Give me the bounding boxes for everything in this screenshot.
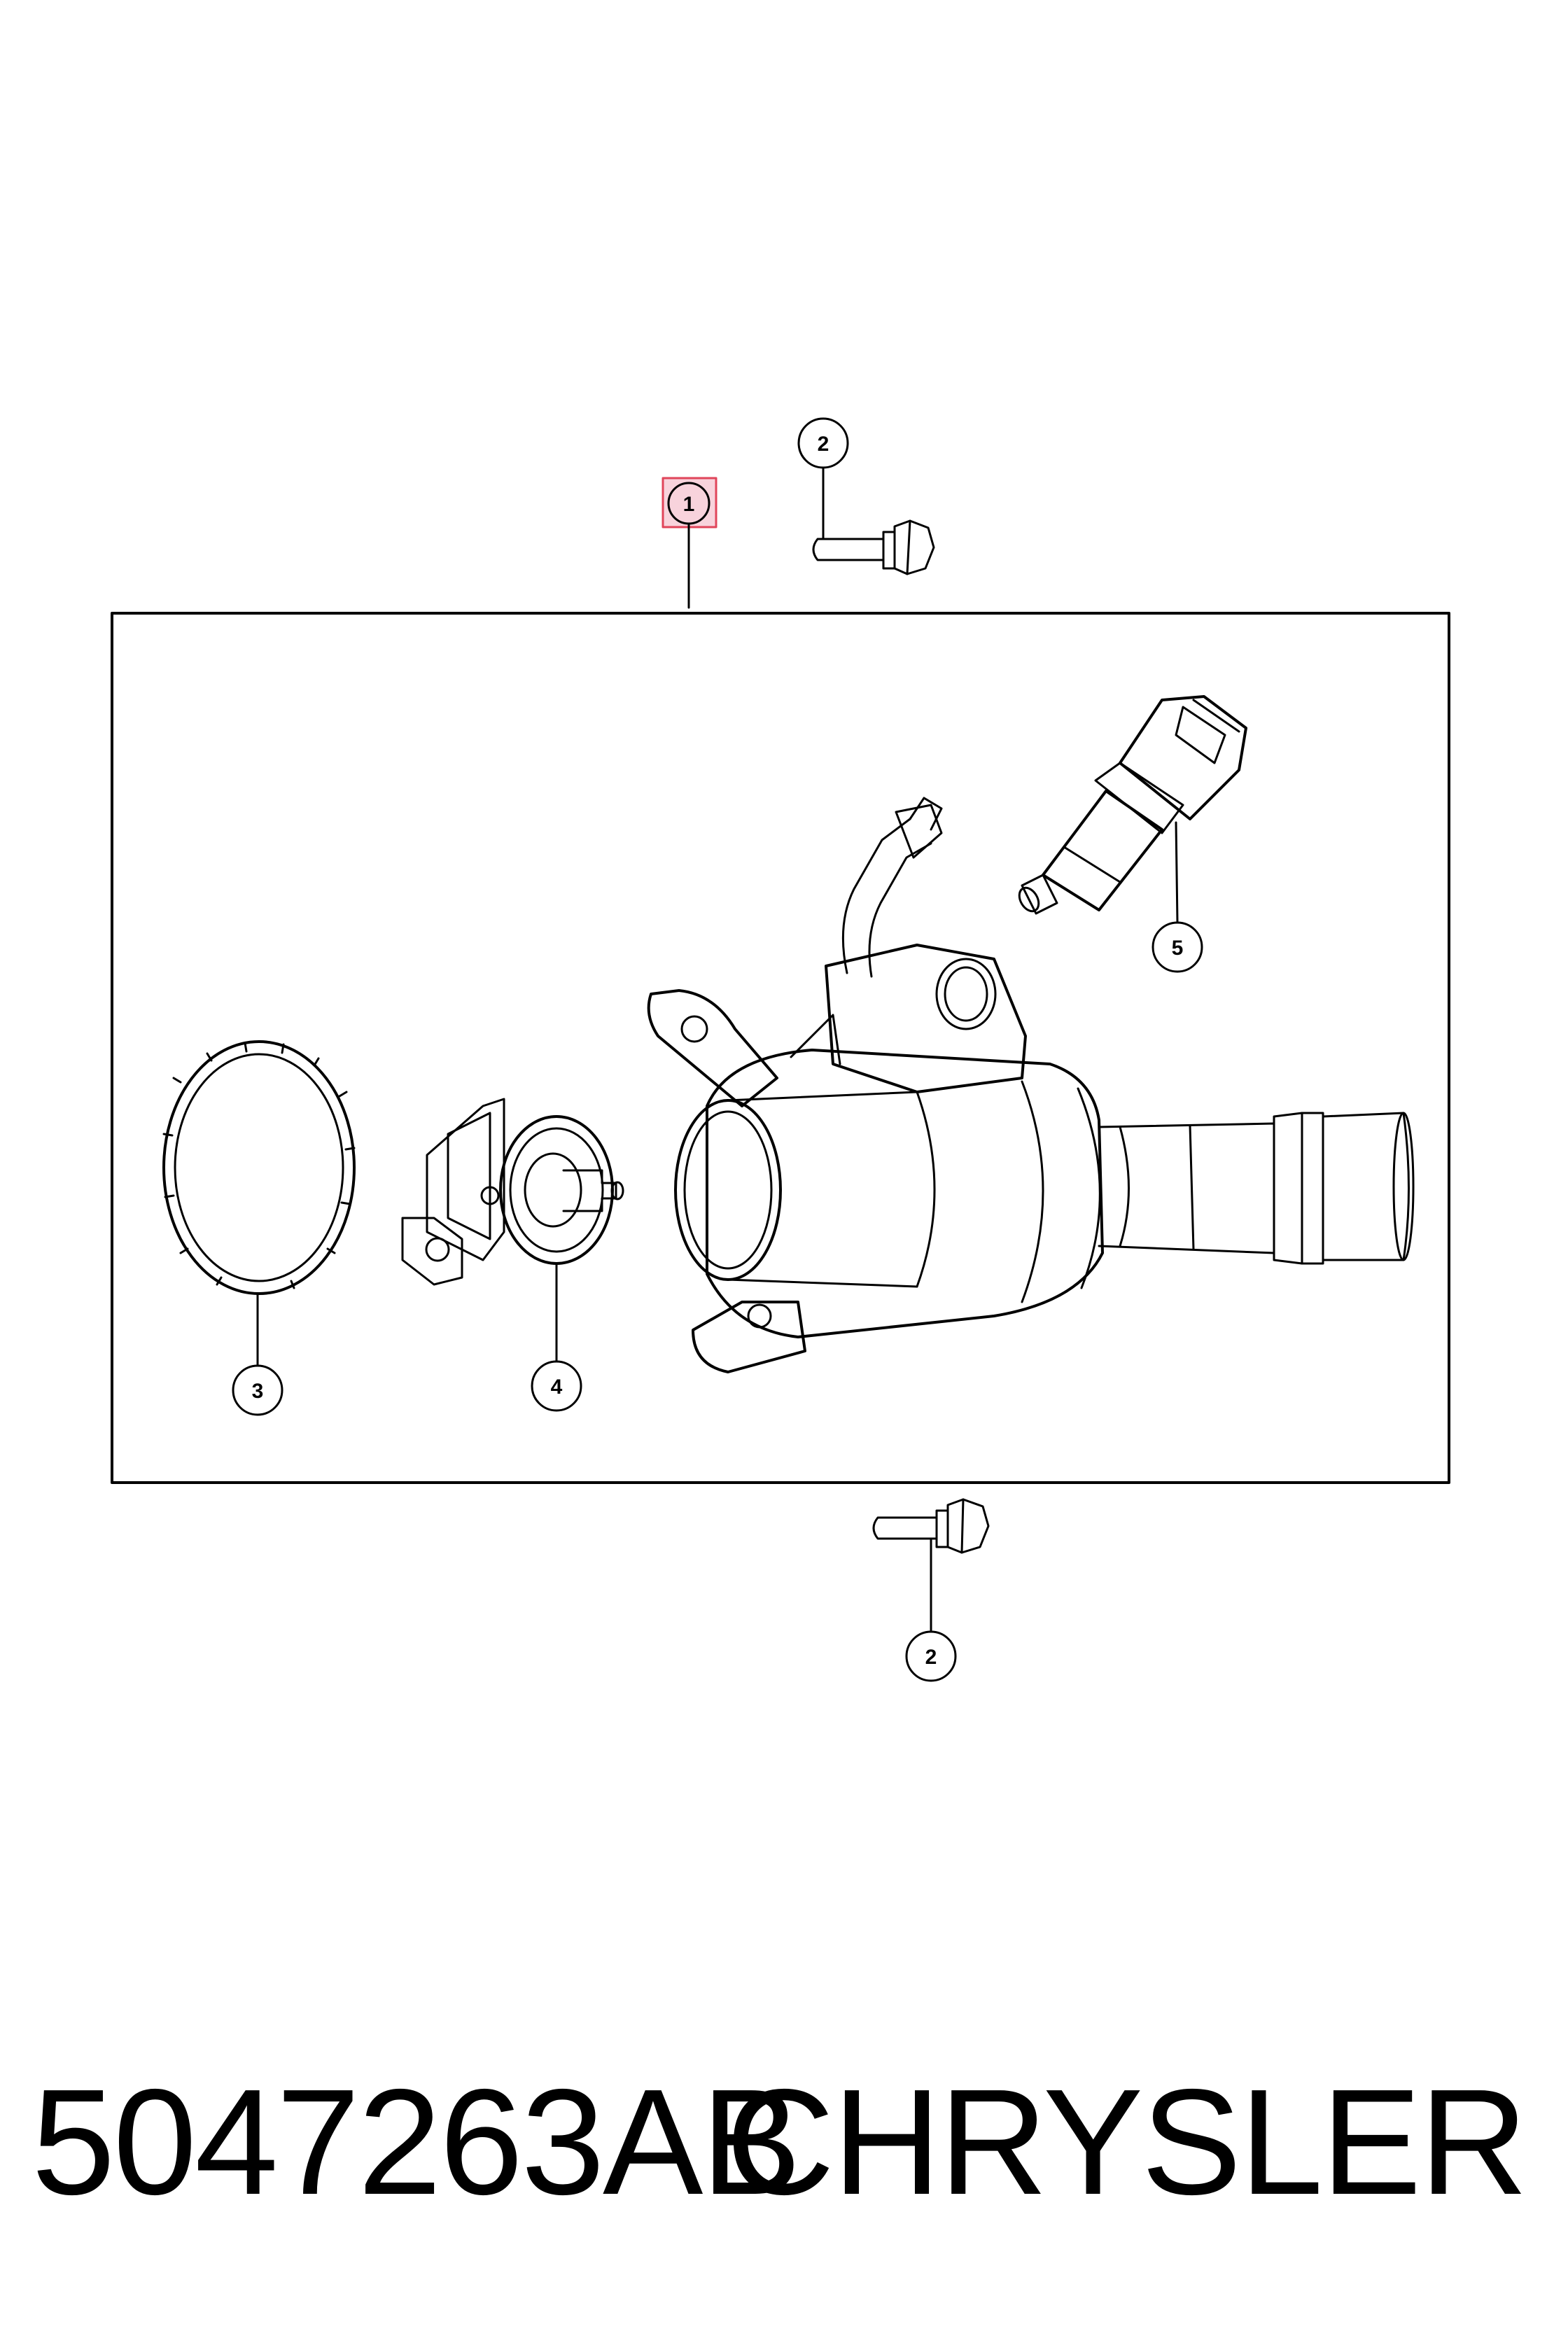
footer: 5047263AB CHRYSLER (0, 2051, 1568, 2233)
brand-name: CHRYSLER (726, 2057, 1528, 2226)
callout-4[interactable]: 4 (531, 1262, 582, 1412)
callout-1[interactable]: 1 (662, 477, 718, 609)
bolt-bottom (872, 1498, 990, 1554)
callout-3[interactable]: 3 (232, 1292, 284, 1416)
callout-2-bottom-label: 2 (925, 1646, 937, 1669)
bolt-top (812, 519, 935, 575)
parts-diagram: 1 2 2 (111, 417, 1450, 1682)
callout-3-label: 3 (252, 1380, 264, 1403)
callout-2-top-label: 2 (818, 433, 830, 456)
part-number: 5047263AB (31, 2057, 802, 2226)
callout-5-label: 5 (1172, 937, 1184, 960)
callout-4-label: 4 (551, 1376, 563, 1399)
callout-1-label: 1 (683, 493, 695, 516)
callout-2-top[interactable]: 2 (797, 417, 849, 540)
thermostat (401, 1098, 624, 1286)
temperature-sensor (1018, 695, 1247, 915)
assembly-frame (111, 612, 1450, 1484)
thermostat-housing (647, 797, 1415, 1373)
callout-5[interactable]: 5 (1152, 821, 1203, 973)
seal-ring (162, 1040, 356, 1295)
callout-2-bottom[interactable]: 2 (905, 1539, 957, 1682)
